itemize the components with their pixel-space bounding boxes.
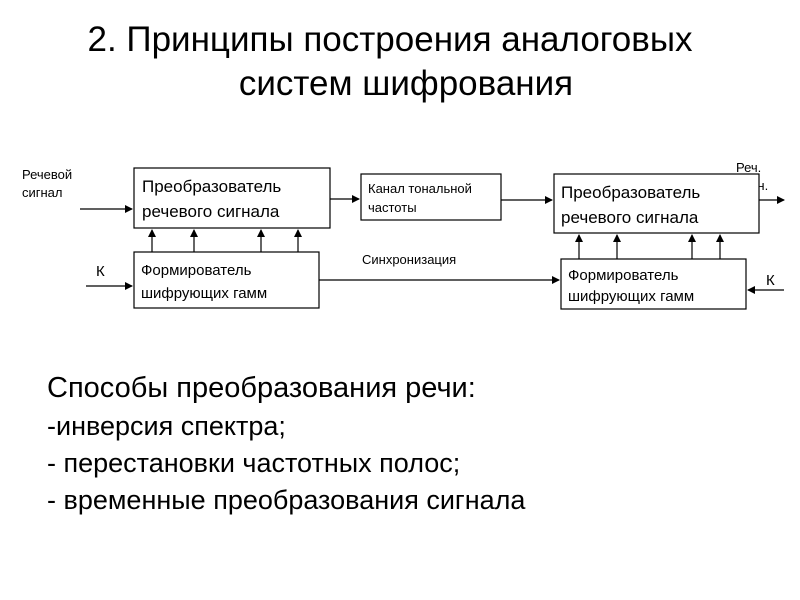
key-left-label: К [96, 263, 105, 280]
title-line-2: систем шифрования [238, 64, 574, 103]
converter-left-line2: речевого сигнала [142, 202, 280, 221]
key-right-label: К [766, 272, 775, 289]
method-item: - перестановки частотных полос; [47, 448, 461, 478]
converter-left-box: Преобразователь речевого сигнала [133, 167, 331, 229]
gamma-left-line1: Формирователь [141, 262, 252, 279]
input-label-line1: Речевой [22, 167, 72, 182]
channel-line1: Канал тональной [368, 181, 472, 196]
converter-right-box: Преобразователь речевого сигнала [553, 173, 760, 234]
output-label-line1: Реч. [736, 160, 761, 175]
channel-line2: частоты [368, 200, 417, 215]
converter-right-line1: Преобразователь [561, 183, 700, 202]
input-label-line2: сигнал [22, 185, 63, 200]
gamma-right-line1: Формирователь [568, 267, 679, 284]
title-line-1: 2. Принципы построения аналоговых [87, 20, 693, 59]
channel-box: Канал тональной частоты [360, 173, 502, 221]
sync-label: Синхронизация [362, 252, 456, 267]
gamma-right-box: Формирователь шифрующих гамм [560, 258, 747, 310]
gamma-right-line2: шифрующих гамм [568, 288, 694, 305]
converter-right-line2: речевого сигнала [561, 208, 699, 227]
method-item: - временные преобразования сигнала [47, 485, 526, 515]
methods-list: Способы преобразования речи: -инверсия с… [47, 368, 525, 519]
gamma-left-line2: шифрующих гамм [141, 285, 267, 302]
methods-heading: Способы преобразования речи: [47, 372, 476, 404]
converter-left-line1: Преобразователь [142, 177, 281, 196]
gamma-left-box: Формирователь шифрующих гамм [133, 251, 320, 309]
slide-title: 2. Принципы построения аналоговых систем… [0, 18, 800, 106]
method-item: -инверсия спектра; [47, 411, 286, 441]
